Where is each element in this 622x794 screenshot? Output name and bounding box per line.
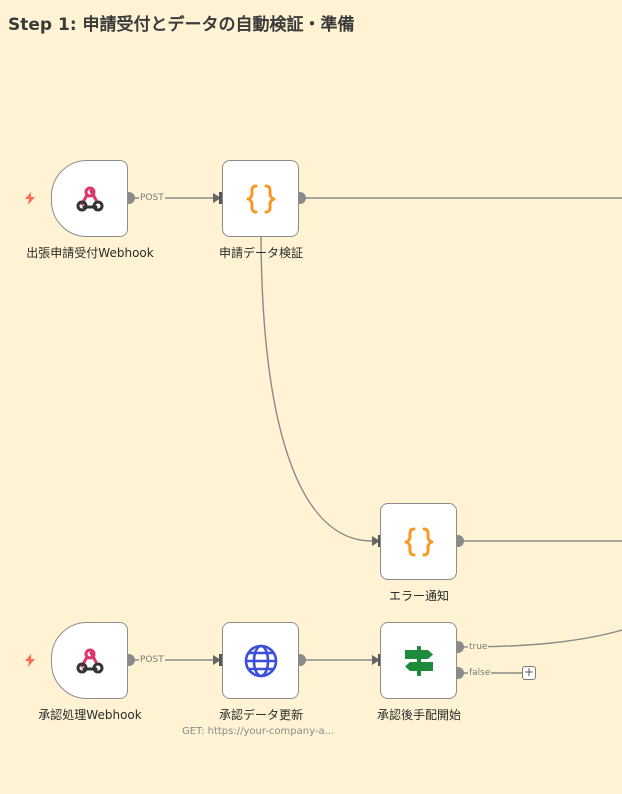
arrow-error-in — [372, 536, 380, 546]
edge-validate-to-error — [260, 235, 373, 542]
edge-label-post: POST — [139, 655, 165, 666]
trigger-bolt-icon — [23, 653, 37, 667]
node-webhook-approve[interactable] — [51, 622, 128, 699]
node-update-data[interactable] — [222, 622, 299, 699]
edge-label-false: false — [468, 668, 492, 679]
signpost-icon — [404, 645, 433, 676]
sticky-note-title: Step 1: 申請受付とデータの自動検証・準備 — [8, 15, 355, 35]
node-label: エラー通知 — [388, 589, 449, 603]
node-error-notify[interactable] — [380, 503, 457, 580]
add-node-button[interactable]: + — [522, 665, 536, 680]
trigger-bolt-icon — [23, 191, 37, 205]
input-handle-update — [219, 654, 223, 666]
node-validate[interactable] — [222, 160, 299, 237]
arrow-validate-in — [213, 193, 221, 203]
edge-label-true: true — [468, 642, 489, 653]
webhook-icon — [76, 186, 103, 211]
globe-icon — [244, 644, 277, 677]
node-start-arrange[interactable] — [380, 622, 457, 699]
input-handle-validate — [219, 192, 223, 204]
node-webhook-trip[interactable] — [51, 160, 128, 237]
node-subtitle: GET: https://your-company-a... — [182, 726, 335, 737]
node-label: 出張申請受付Webhook — [26, 246, 154, 260]
node-label: 申請データ検証 — [218, 246, 303, 260]
arrow-update-in — [213, 655, 221, 665]
node-label: 承認処理Webhook — [38, 708, 142, 722]
code-braces-icon — [404, 527, 433, 556]
node-label: 承認後手配開始 — [376, 708, 461, 722]
code-braces-icon — [246, 184, 275, 213]
node-label: 承認データ更新 — [218, 708, 303, 722]
arrow-start-in — [372, 655, 380, 665]
edge-label-post: POST — [139, 193, 165, 204]
webhook-icon — [76, 648, 103, 673]
